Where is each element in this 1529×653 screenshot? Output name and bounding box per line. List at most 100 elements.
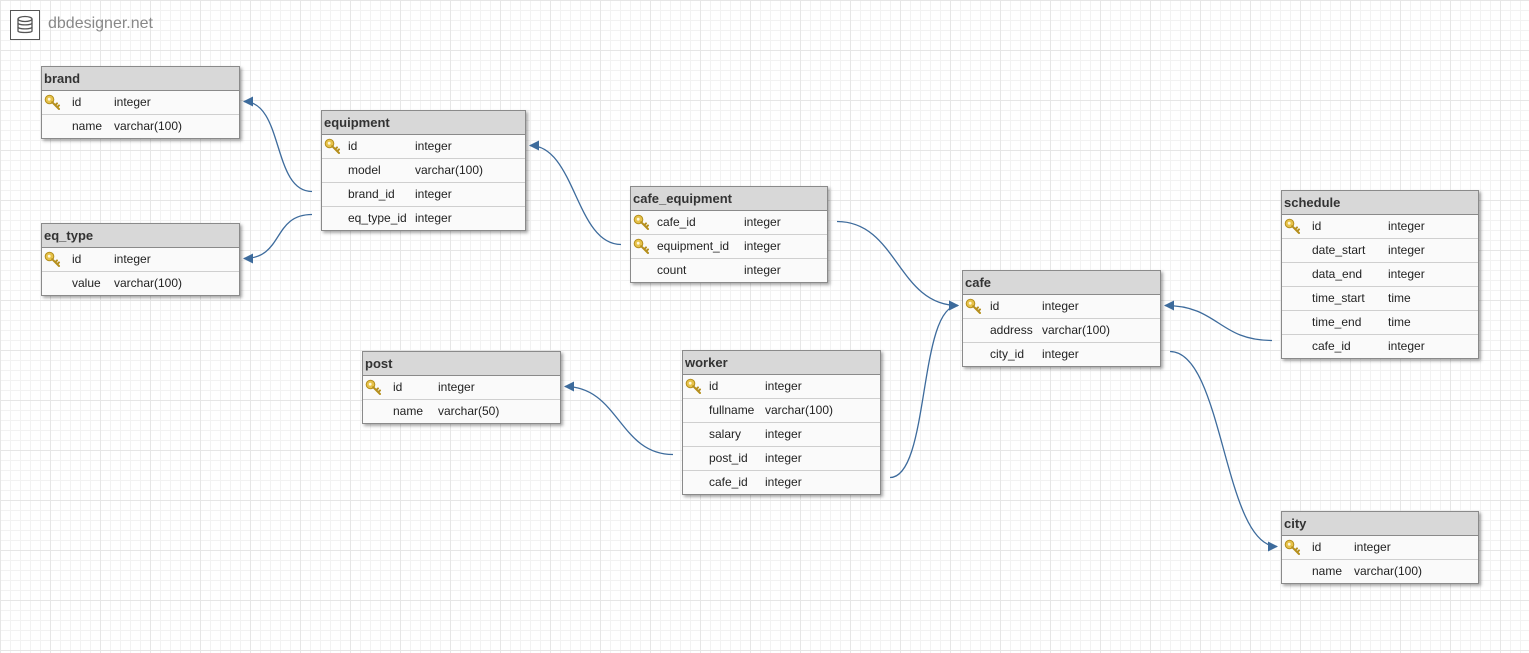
table-row[interactable]: salary integer xyxy=(683,423,880,447)
field-type: integer xyxy=(1388,219,1425,233)
field-type: integer xyxy=(415,139,452,153)
field-type: time xyxy=(1388,291,1411,305)
field-type: integer xyxy=(1388,267,1425,281)
field-name: fullname xyxy=(709,403,755,417)
table-header[interactable]: post xyxy=(363,352,560,376)
table-header[interactable]: worker xyxy=(683,351,880,375)
table-row[interactable]: id integer xyxy=(322,135,525,159)
field-name: count xyxy=(657,263,687,277)
relation-schedule-cafe-id-to-cafe[interactable] xyxy=(1164,300,1273,342)
field-type: varchar(100) xyxy=(765,403,834,417)
field-type: integer xyxy=(765,427,802,441)
field-name: brand_id xyxy=(348,187,395,201)
table-header[interactable]: cafe xyxy=(963,271,1160,295)
field-type: varchar(100) xyxy=(1354,564,1423,578)
field-type: integer xyxy=(744,215,781,229)
primary-key-icon xyxy=(44,251,62,267)
relation-cafe-equipment-cafe-id-to-cafe[interactable] xyxy=(836,220,959,311)
database-icon xyxy=(17,15,33,34)
field-name: data_end xyxy=(1312,267,1363,281)
field-type: varchar(100) xyxy=(1042,323,1111,337)
relation-cafe-city-id-to-city[interactable] xyxy=(1169,350,1278,552)
relation-worker-post-id-to-post[interactable] xyxy=(564,381,674,456)
table-row[interactable]: id integer xyxy=(683,375,880,399)
field-name: value xyxy=(72,276,101,290)
field-type: integer xyxy=(744,239,781,253)
primary-key-icon xyxy=(365,379,383,395)
table-row[interactable]: count integer xyxy=(631,259,827,282)
logo-text[interactable]: dbdesigner.net xyxy=(48,15,153,32)
field-type: integer xyxy=(1042,347,1079,361)
table-row[interactable]: data_end integer xyxy=(1282,263,1478,287)
table-header[interactable]: cafe_equipment xyxy=(631,187,827,211)
field-name: salary xyxy=(709,427,742,441)
table-row[interactable]: date_start integer xyxy=(1282,239,1478,263)
relation-equipment-eq-type-id-to-eq-type[interactable] xyxy=(243,213,313,264)
relation-equipment-brand-id-to-brand[interactable] xyxy=(243,96,313,193)
table-row[interactable]: time_end time xyxy=(1282,311,1478,335)
primary-key-icon xyxy=(633,238,651,254)
table-header[interactable]: schedule xyxy=(1282,191,1478,215)
field-name: id xyxy=(709,379,719,393)
field-type: integer xyxy=(114,95,151,109)
field-name: time_end xyxy=(1312,315,1362,329)
table-row[interactable]: name varchar(100) xyxy=(1282,560,1478,583)
relation-cafe-equipment-equipment-id-to-equipment[interactable] xyxy=(529,140,622,246)
field-type: integer xyxy=(744,263,781,277)
table-worker[interactable]: worker id integer fullname varchar(100) salar… xyxy=(682,350,881,495)
table-row[interactable]: equipment_id integer xyxy=(631,235,827,259)
primary-key-icon xyxy=(965,298,983,314)
field-type: time xyxy=(1388,315,1411,329)
field-name: model xyxy=(348,163,381,177)
primary-key-icon xyxy=(633,214,651,230)
field-name: equipment_id xyxy=(657,239,730,253)
field-type: integer xyxy=(415,211,452,225)
table-header[interactable]: equipment xyxy=(322,111,525,135)
field-name: name xyxy=(1312,564,1343,578)
field-type: integer xyxy=(765,379,802,393)
table-row[interactable]: fullname varchar(100) xyxy=(683,399,880,423)
table-header[interactable]: eq_type xyxy=(42,224,239,248)
primary-key-icon xyxy=(324,138,342,154)
field-type: integer xyxy=(1354,540,1391,554)
field-name: date_start xyxy=(1312,243,1366,257)
field-name: id xyxy=(348,139,358,153)
table-header[interactable]: brand xyxy=(42,67,239,91)
table-header[interactable]: city xyxy=(1282,512,1478,536)
field-type: integer xyxy=(438,380,475,394)
field-type: integer xyxy=(1388,243,1425,257)
field-type: integer xyxy=(1388,339,1425,353)
field-name: cafe_id xyxy=(709,475,748,489)
relation-worker-cafe-id-to-cafe[interactable] xyxy=(889,300,959,479)
table-row[interactable]: cafe_id integer xyxy=(683,471,880,494)
field-type: integer xyxy=(765,475,802,489)
logo-icon[interactable] xyxy=(10,10,40,40)
